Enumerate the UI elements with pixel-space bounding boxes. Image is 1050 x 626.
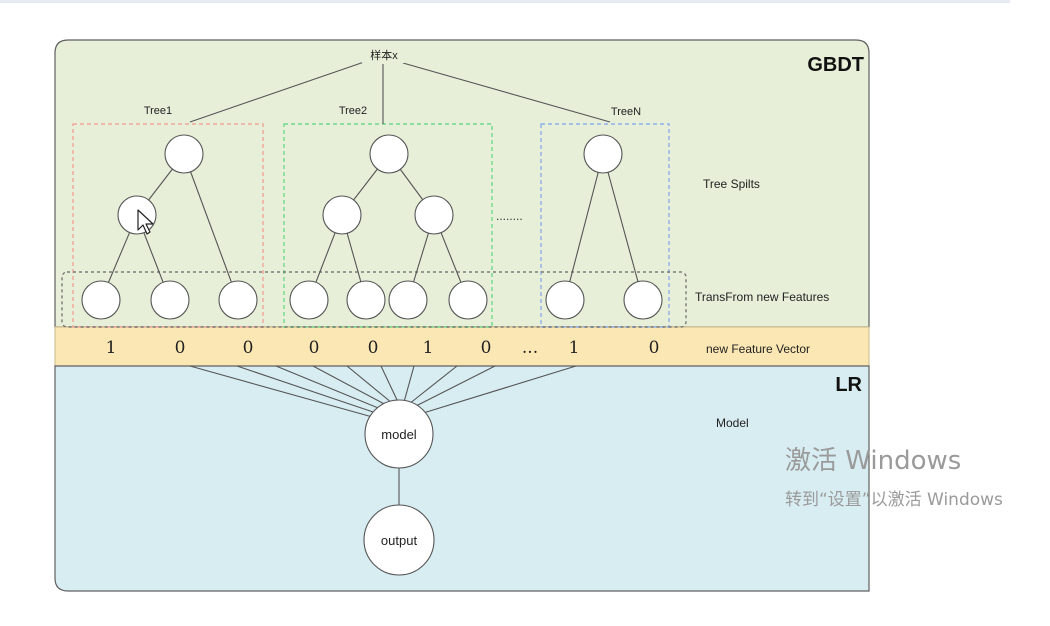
feature-vector-values: 1 0 0 0 0 1 0 ... 1 0: [106, 338, 660, 358]
tree2-right-node: [414, 195, 454, 235]
tree2-label: Tree2: [339, 105, 367, 117]
output-node-label: output: [381, 533, 418, 548]
tree1-leaf-3: [218, 280, 258, 320]
treeN-label: TreeN: [611, 106, 641, 118]
tree2-left-node: [322, 195, 362, 235]
tree1-leaf-2: [150, 280, 190, 320]
model-edges: [189, 365, 577, 505]
feature-value: 0: [243, 338, 254, 358]
feature-vector-label: new Feature Vector: [706, 342, 810, 356]
root-edges: [189, 60, 611, 124]
treeN-leaf-2: [623, 280, 663, 320]
feature-value: 1: [569, 338, 580, 358]
root-label-bg: [362, 47, 406, 63]
feature-value: ...: [522, 338, 538, 358]
feature-value: 1: [423, 338, 434, 358]
gbdt-title: GBDT: [807, 54, 864, 76]
transform-features-box: [61, 271, 687, 328]
model-node: [364, 399, 434, 469]
tree2-leaf-2: [346, 280, 386, 320]
tree2-root-node: [369, 134, 409, 174]
feature-value: 0: [175, 338, 186, 358]
tree1-leaf-1: [81, 280, 121, 320]
tree2-leaf-1: [289, 280, 329, 320]
tree-nodes: [81, 134, 663, 576]
tree2-leaf-3: [388, 280, 428, 320]
gbdt-panel: [54, 39, 870, 328]
tree1-box: [72, 123, 264, 328]
lr-panel: [54, 365, 870, 592]
top-divider: [0, 0, 1010, 3]
feature-value: 0: [368, 338, 379, 358]
tree1-label: Tree1: [144, 105, 172, 117]
transform-label: TransFrom new Features: [695, 290, 829, 304]
tree-ellipsis: ........: [496, 209, 523, 223]
tree1-root-node: [164, 134, 204, 174]
feature-value: 0: [481, 338, 492, 358]
tree2-leaf-4: [448, 280, 488, 320]
feature-value: 0: [649, 338, 660, 358]
root-label: 样本x: [370, 48, 398, 62]
treeN-root-node: [583, 134, 623, 174]
tree1-left-node: [117, 195, 157, 235]
output-node: [363, 504, 435, 576]
model-side-label: Model: [716, 416, 749, 430]
mouse-cursor-icon: [137, 209, 154, 235]
treeN-leaf-1: [545, 280, 585, 320]
feature-value: 0: [309, 338, 320, 358]
lr-title: LR: [835, 374, 862, 396]
feature-value: 1: [106, 338, 117, 358]
feature-vector-band: [54, 326, 870, 367]
activation-watermark-title: 激活 Windows: [785, 446, 962, 476]
tree-splits-label: Tree Spilts: [703, 177, 760, 191]
activation-watermark-subtitle: 转到“设置”以激活 Windows: [785, 490, 1003, 510]
model-node-label: model: [381, 427, 417, 442]
